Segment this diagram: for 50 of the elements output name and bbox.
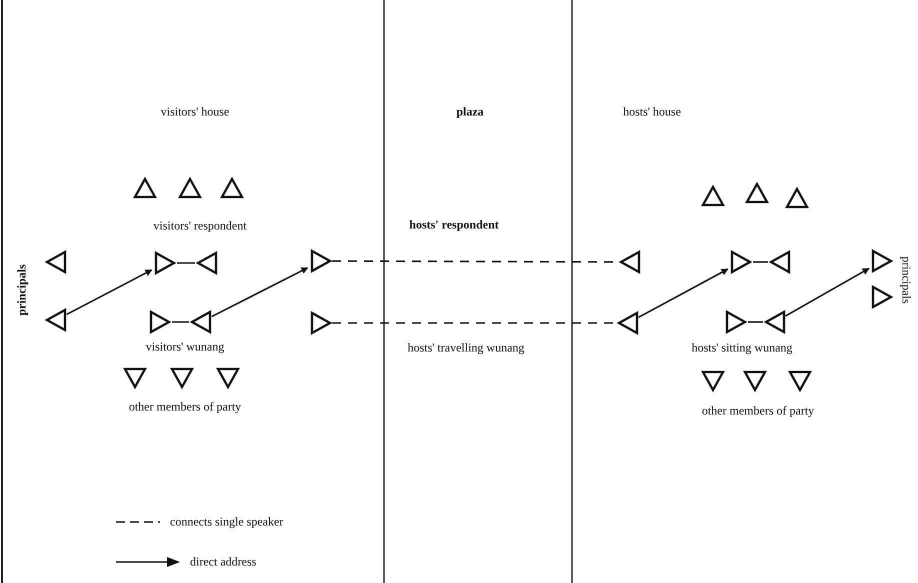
triangle-symbol <box>871 286 893 308</box>
label: visitors' house <box>160 104 230 120</box>
arrow <box>785 268 870 317</box>
triangle-symbol <box>179 177 201 199</box>
triangle-symbol <box>171 367 193 389</box>
label: other members of party <box>702 404 814 418</box>
legend-text: connects single speaker <box>170 514 284 530</box>
arrow <box>66 269 152 316</box>
triangle-symbol <box>217 367 239 389</box>
triangle-symbol <box>149 311 171 333</box>
arrow <box>638 268 728 318</box>
triangle-symbol <box>196 252 218 274</box>
triangle-symbol <box>744 370 766 392</box>
connector-line <box>748 321 763 323</box>
connector-line <box>177 262 195 264</box>
connector-line <box>753 261 768 263</box>
label: hosts' travelling wunang <box>408 340 524 356</box>
arrow <box>211 267 308 318</box>
triangle-symbol <box>134 177 156 199</box>
triangle-symbol <box>789 370 811 392</box>
triangle-symbol <box>45 251 67 273</box>
triangle-symbol <box>871 250 893 272</box>
triangle-symbol <box>725 311 747 333</box>
triangle-symbol <box>124 367 146 389</box>
rotated-label: principals <box>898 256 914 304</box>
label: visitors' respondent <box>153 218 247 234</box>
triangle-symbol <box>764 311 786 333</box>
label: hosts' sitting wunang <box>692 340 792 356</box>
triangle-symbol <box>702 185 724 207</box>
triangle-symbol <box>769 251 791 273</box>
triangle-symbol <box>190 311 212 333</box>
label: hosts' house <box>623 104 681 120</box>
label: other members of party <box>128 400 242 414</box>
label: hosts' respondent <box>409 218 499 232</box>
triangle-symbol <box>702 370 724 392</box>
triangle-symbol <box>730 251 752 273</box>
triangle-symbol <box>617 312 639 334</box>
label: visitors' wunang <box>146 340 224 354</box>
connector-line <box>172 321 189 323</box>
triangle-symbol <box>45 309 67 331</box>
triangle-symbol <box>619 251 641 273</box>
legend-text: direct address <box>190 554 256 570</box>
rotated-label: principals <box>14 264 30 316</box>
triangle-symbol <box>310 312 332 334</box>
triangle-symbol <box>786 187 808 209</box>
label: plaza <box>456 104 484 120</box>
triangle-symbol <box>154 252 176 274</box>
triangle-symbol <box>221 177 243 199</box>
triangle-symbol <box>310 250 332 272</box>
triangle-symbol <box>746 182 768 204</box>
